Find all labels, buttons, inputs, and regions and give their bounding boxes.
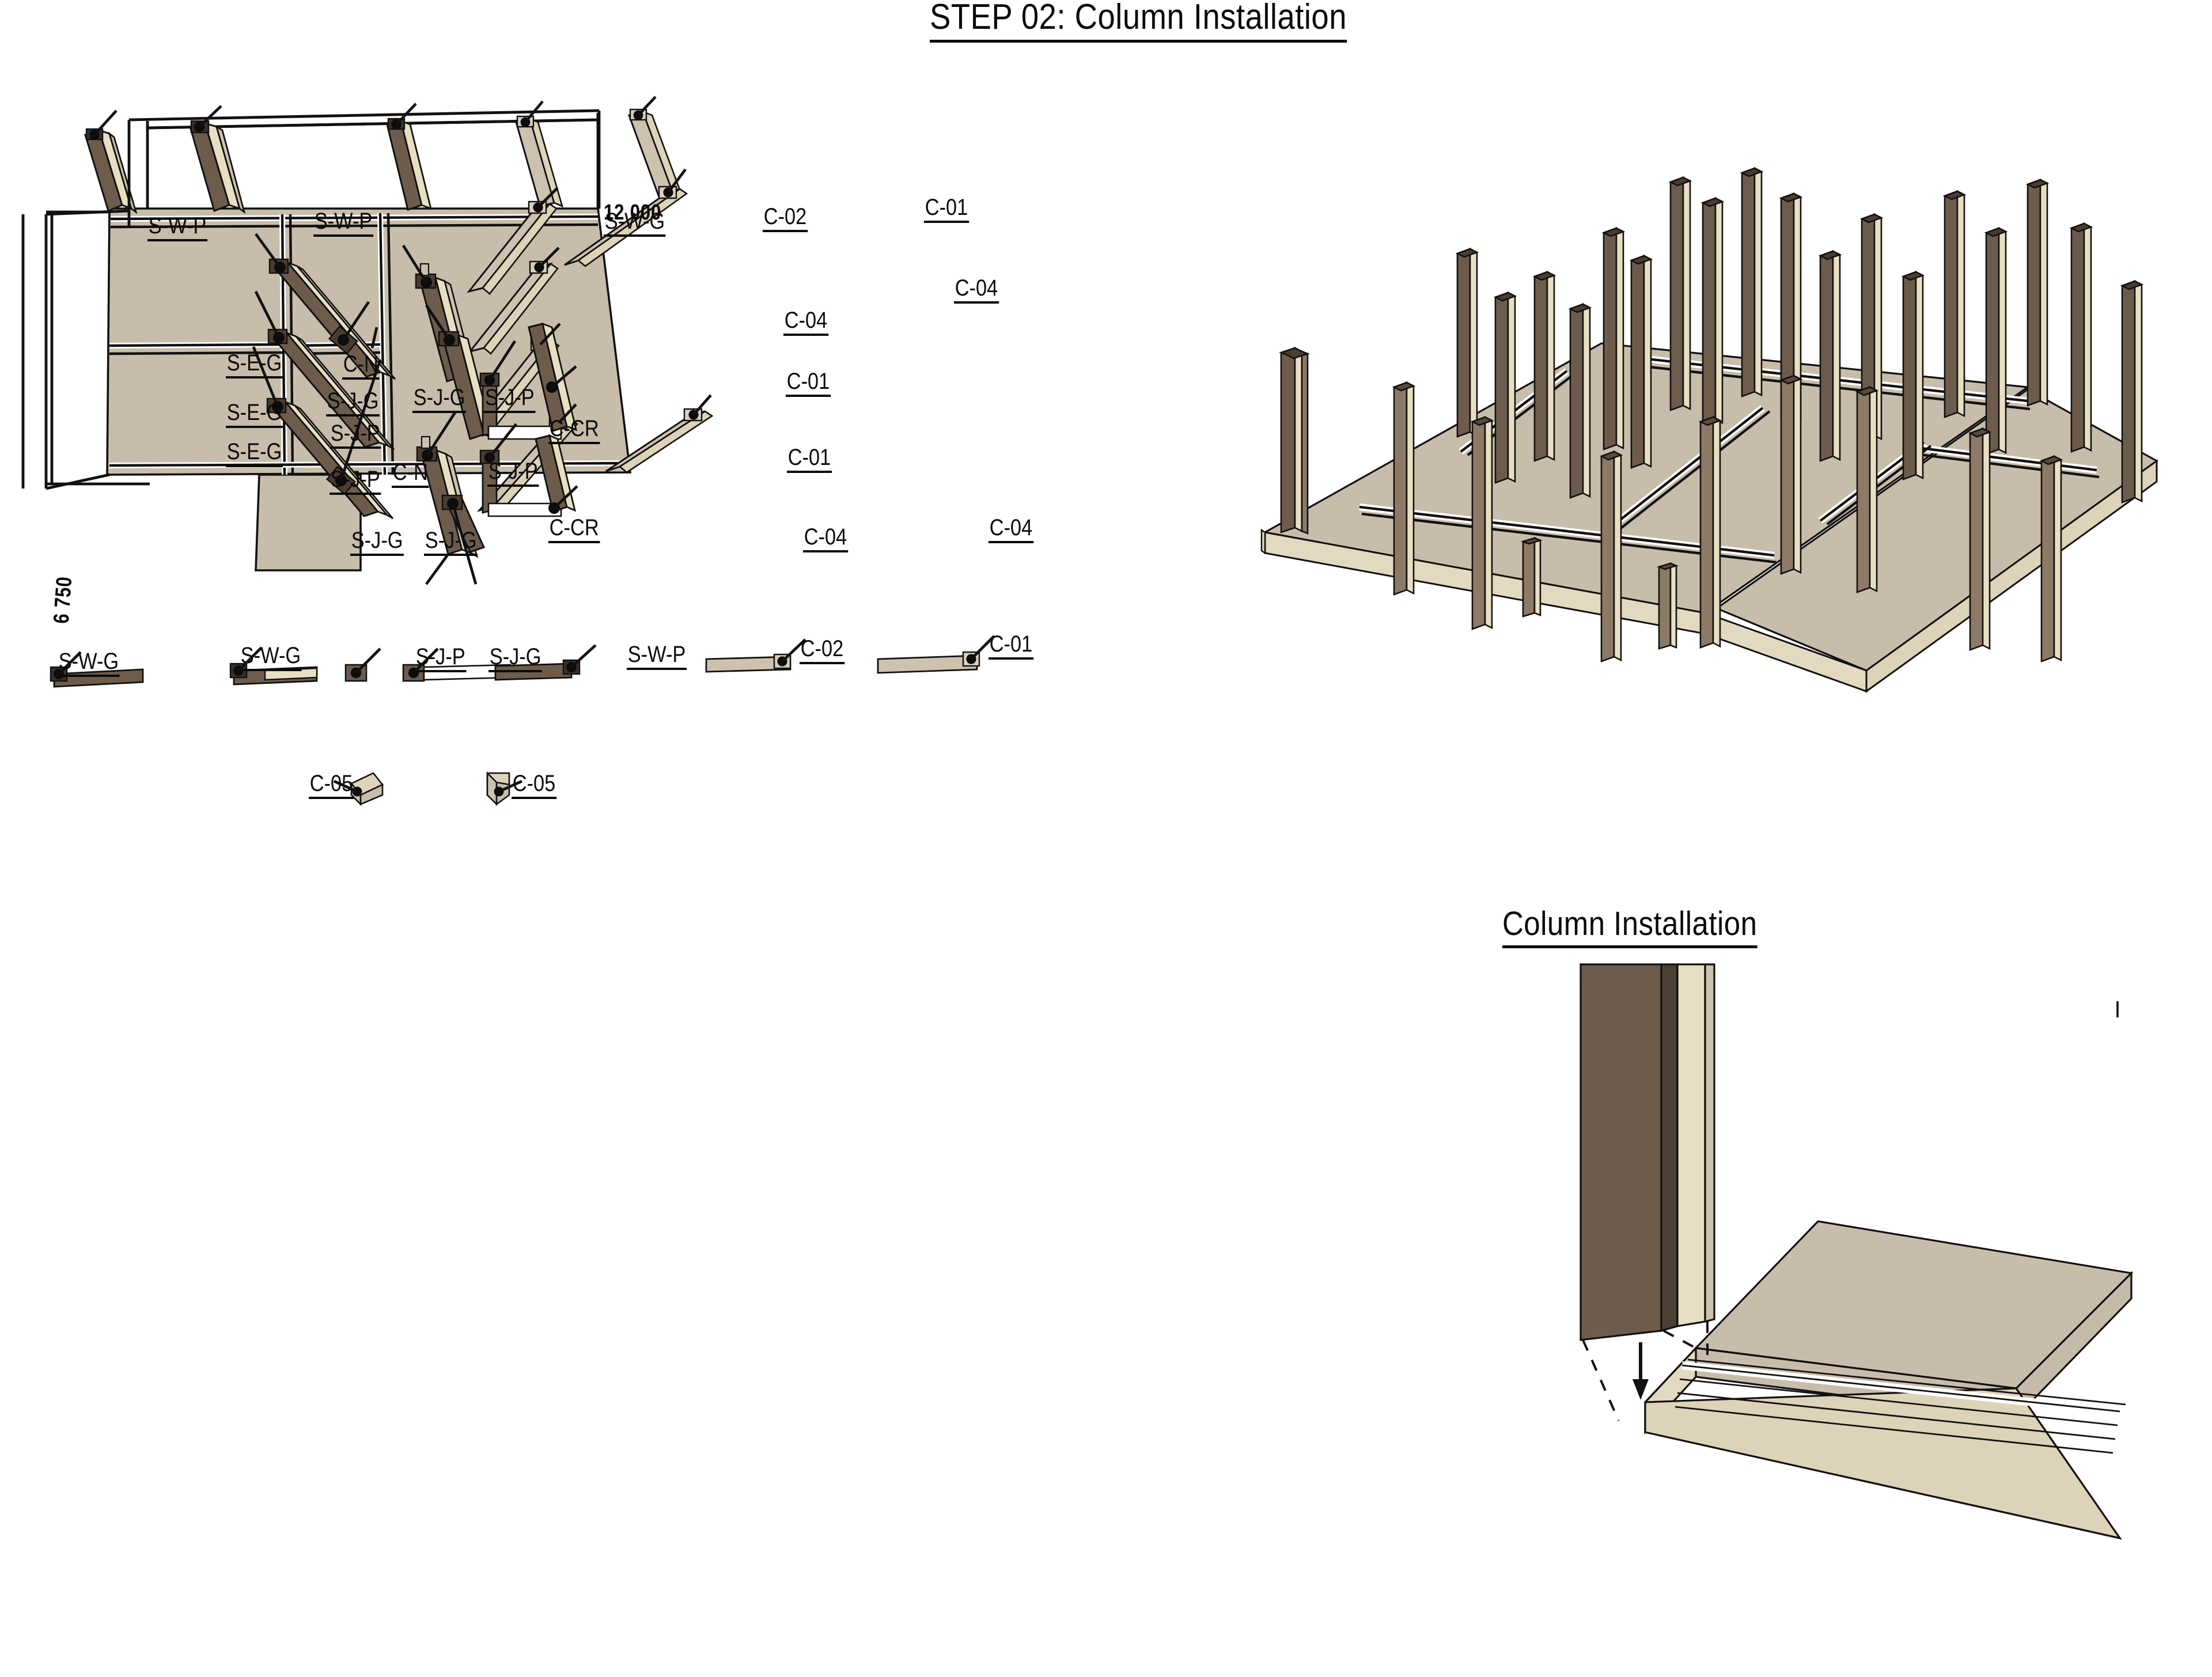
part-label: S-E-G	[226, 401, 283, 428]
part-label: S-J-P	[329, 422, 381, 449]
detail-joist-lines	[1675, 1358, 2126, 1454]
part-label: C-02	[763, 205, 808, 232]
part-column	[486, 771, 510, 807]
part-joist	[267, 328, 395, 451]
part-label: S-W-P	[313, 210, 374, 237]
part-label: S-J-G	[424, 529, 478, 556]
part-label: S-J-P	[487, 460, 539, 487]
part-label: S-J-G	[488, 645, 543, 672]
part-label: C-04	[783, 309, 829, 336]
part-label: S-W-G	[58, 650, 120, 677]
part-label: C-04	[988, 516, 1034, 543]
part-label: C-01	[787, 446, 832, 473]
part-label: S-W-G	[240, 644, 302, 671]
part-label: S-W-P	[147, 214, 208, 241]
part-column	[467, 200, 558, 295]
part-label: S-J-P	[329, 468, 381, 495]
part-label: C-05	[309, 772, 354, 799]
exploded-plan-view	[21, 96, 995, 807]
insertion-arrow	[1582, 1322, 1709, 1421]
part-label: C-02	[800, 637, 845, 664]
part-label: S-J-G	[326, 389, 380, 417]
part-label: S-E-G	[226, 351, 283, 378]
part-label: C-04	[803, 525, 849, 552]
part-label: S-J-P	[484, 386, 536, 413]
part-label: S-J-G	[350, 529, 404, 556]
part-label: S-E-G	[226, 440, 283, 467]
isometric-assembly-view	[1260, 166, 2158, 693]
dimension-depth: 6 750	[49, 576, 77, 624]
dimension-lines	[21, 109, 601, 490]
part-beam	[189, 120, 246, 214]
part-column	[705, 653, 791, 673]
part-label: C-01	[924, 196, 969, 223]
part-label: C-CR	[548, 516, 600, 543]
part-beam	[229, 663, 318, 686]
column-insertion-detail	[1580, 963, 2134, 1540]
part-label: C-01	[786, 370, 831, 397]
part-label: C-N	[392, 461, 429, 488]
iso-columns	[1279, 166, 2144, 663]
part-label: C-N	[342, 353, 380, 380]
part-column	[877, 651, 980, 674]
part-label: S-W-P	[627, 643, 687, 670]
part-label: S-J-G	[412, 386, 467, 413]
part-label: C-04	[954, 277, 999, 304]
part-column	[468, 260, 559, 355]
part-column	[515, 115, 564, 209]
detail-view-title: Column Installation	[1502, 904, 1758, 948]
part-column	[350, 772, 384, 807]
part-label: S-W-G	[604, 210, 666, 237]
page-title: STEP 02: Column Installation	[930, 0, 1347, 43]
deck-stair-bumpout	[255, 474, 362, 571]
part-label: S-J-P	[415, 645, 467, 672]
part-beam	[386, 118, 432, 211]
part-bracket	[479, 322, 577, 440]
leader-lines	[58, 96, 995, 793]
part-joist	[266, 398, 393, 520]
part-column	[628, 108, 684, 198]
part-label: C-01	[988, 633, 1034, 660]
dimension-width: 12 000	[604, 200, 662, 225]
part-label: C-CR	[548, 417, 600, 444]
part-label: C-05	[512, 772, 557, 799]
detail-column	[1580, 963, 1715, 1341]
